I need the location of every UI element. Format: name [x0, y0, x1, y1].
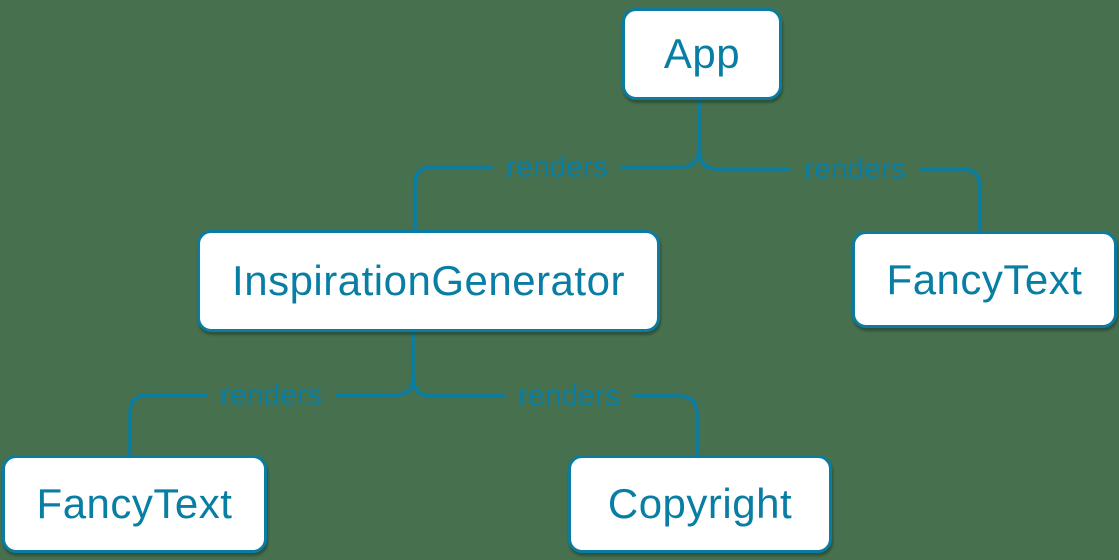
node-fancy-text-bottom: FancyText [2, 455, 267, 553]
edge-inspirationgenerator-to-copyright-left-part [411, 375, 506, 398]
edge-label-renders: renders [804, 153, 906, 186]
node-copyright-label: Copyright [607, 480, 793, 527]
edge-label-renders: renders [506, 151, 608, 184]
node-inspiration-generator-label: InspirationGenerator [232, 257, 625, 304]
node-app: App [622, 8, 782, 100]
edge-app-to-fancytext-left-part [697, 146, 791, 171]
edge-label-renders: renders [220, 379, 322, 412]
edge-inspirationgenerator-to-fancytext-right-part [335, 330, 415, 397]
node-fancy-text-top: FancyText [852, 231, 1117, 328]
edge-inspirationgenerator-to-copyright-right-part [632, 394, 699, 461]
edge-app-to-inspirationgenerator-right-part [620, 98, 701, 169]
edge-label-renders: renders [518, 380, 620, 413]
node-copyright: Copyright [568, 455, 832, 553]
node-fancy-text-bottom-label: FancyText [36, 480, 233, 527]
node-fancy-text-top-label: FancyText [886, 255, 1083, 303]
node-app-label: App [663, 30, 741, 77]
edge-inspirationgenerator-to-fancytext-left-part [128, 393, 208, 461]
edge-app-to-inspirationgenerator-left-part [413, 165, 494, 236]
edge-app-to-fancytext-right-part [919, 167, 982, 237]
node-inspiration-generator: InspirationGenerator [197, 230, 660, 332]
